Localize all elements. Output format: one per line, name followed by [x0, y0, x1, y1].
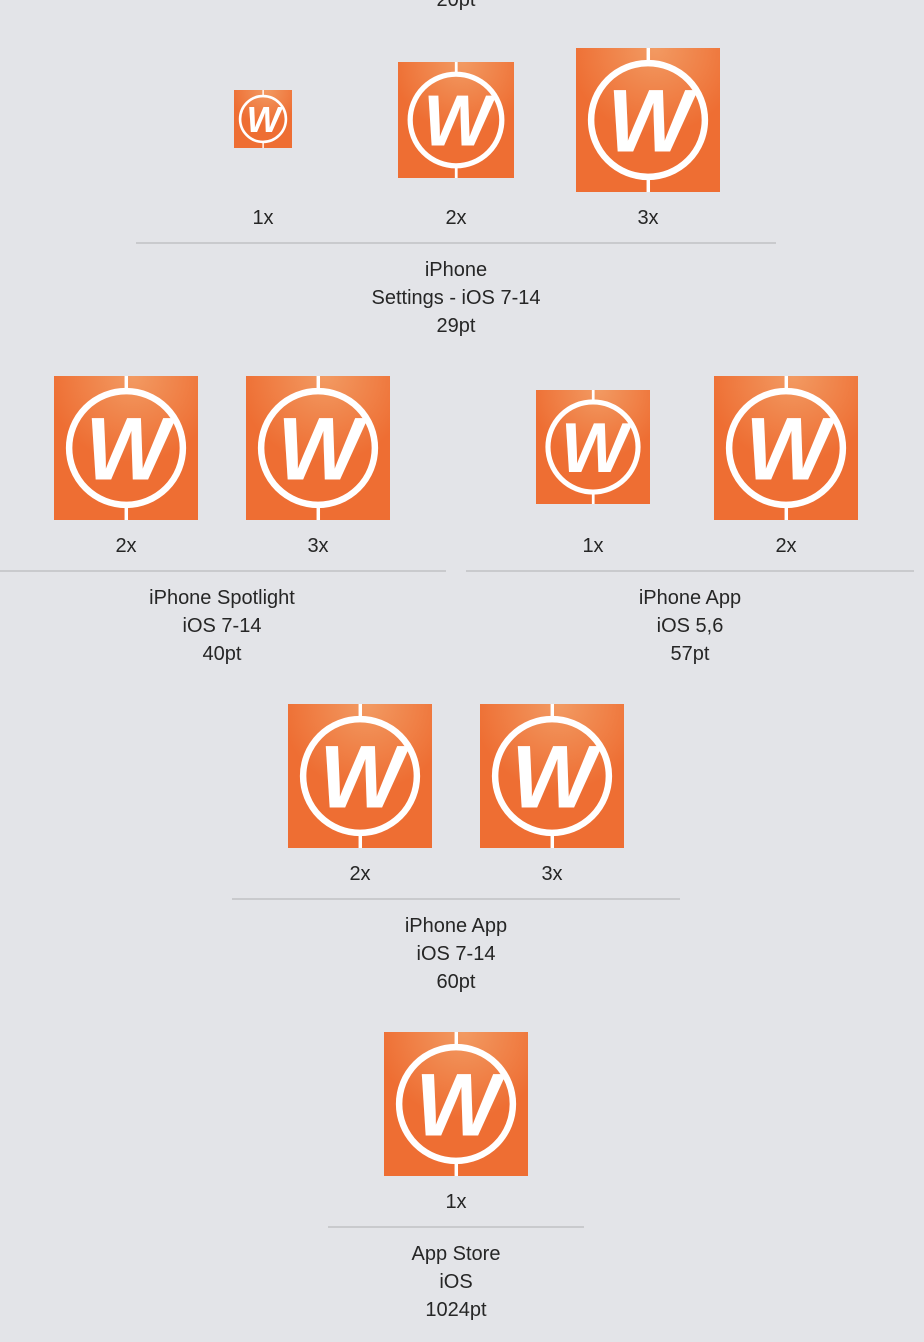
- app-icon-well-3x[interactable]: W: [480, 704, 624, 848]
- size-label: 60pt: [436, 971, 476, 993]
- scale-label: 3x: [307, 535, 329, 557]
- scale-label: 1x: [582, 535, 604, 557]
- scale-label: 3x: [637, 207, 659, 229]
- app-icon-well-1x[interactable]: W: [384, 1032, 528, 1176]
- app-icon-well-2x[interactable]: W: [714, 376, 858, 520]
- size-label: 1024pt: [425, 1299, 487, 1321]
- app-icon-well-2x[interactable]: W: [288, 704, 432, 848]
- svg-text:W: W: [561, 408, 633, 487]
- scale-label: 2x: [775, 535, 797, 557]
- group-caption: App Store iOS 1024pt: [256, 1240, 656, 1324]
- group-divider: [0, 570, 446, 572]
- app-icon-well-1x[interactable]: W: [234, 90, 292, 148]
- w-logo-icon: W: [234, 90, 292, 148]
- w-logo-icon: W: [384, 1032, 528, 1176]
- w-logo-icon: W: [480, 704, 624, 848]
- group-caption: iPhone Spotlight iOS 7-14 40pt: [22, 584, 422, 668]
- version-label: iOS 5,6: [656, 615, 724, 637]
- device-label: App Store: [411, 1243, 501, 1265]
- group-divider: [466, 570, 914, 572]
- app-icon-well-3x[interactable]: W: [246, 376, 390, 520]
- device-label: iPhone App: [404, 915, 508, 937]
- app-icon-well-2x[interactable]: W: [398, 62, 514, 178]
- scale-label: 1x: [252, 207, 274, 229]
- group-divider: [136, 242, 776, 244]
- scale-label: 2x: [115, 535, 137, 557]
- size-label: 40pt: [202, 643, 242, 665]
- svg-text:W: W: [745, 399, 836, 499]
- svg-text:W: W: [415, 1055, 506, 1155]
- w-logo-icon: W: [398, 62, 514, 178]
- scale-label: 1x: [445, 1191, 467, 1213]
- svg-text:W: W: [277, 399, 368, 499]
- scale-label: 3x: [541, 863, 563, 885]
- scale-label: 2x: [445, 207, 467, 229]
- size-label: 57pt: [670, 643, 710, 665]
- w-logo-icon: W: [714, 376, 858, 520]
- version-label: iOS: [439, 1271, 473, 1293]
- svg-text:W: W: [319, 727, 410, 827]
- svg-text:W: W: [607, 71, 698, 171]
- group-divider: [232, 898, 680, 900]
- svg-text:W: W: [423, 82, 496, 162]
- w-logo-icon: W: [246, 376, 390, 520]
- group-divider: [328, 1226, 584, 1228]
- w-logo-icon: W: [536, 390, 650, 504]
- device-label: iPhone: [424, 259, 488, 281]
- group-caption: iPhone App iOS 7-14 60pt: [256, 912, 656, 996]
- device-label: iPhone Spotlight: [149, 587, 295, 609]
- version-label: iOS 7-14: [416, 943, 496, 965]
- version-label: Settings - iOS 7-14: [371, 287, 541, 309]
- svg-text:W: W: [85, 399, 176, 499]
- group-caption: iPhone App iOS 5,6 57pt: [490, 584, 890, 668]
- w-logo-icon: W: [288, 704, 432, 848]
- app-icon-well-3x[interactable]: W: [576, 48, 720, 192]
- version-label: iOS 7-14: [182, 615, 262, 637]
- previous-group-size-label: 20pt: [436, 0, 476, 11]
- w-logo-icon: W: [576, 48, 720, 192]
- w-logo-icon: W: [54, 376, 198, 520]
- device-label: iPhone App: [638, 587, 742, 609]
- size-label: 29pt: [436, 315, 476, 337]
- scale-label: 2x: [349, 863, 371, 885]
- app-icon-well-2x[interactable]: W: [54, 376, 198, 520]
- svg-text:W: W: [247, 99, 284, 140]
- app-icon-well-1x[interactable]: W: [536, 390, 650, 504]
- svg-text:W: W: [511, 727, 602, 827]
